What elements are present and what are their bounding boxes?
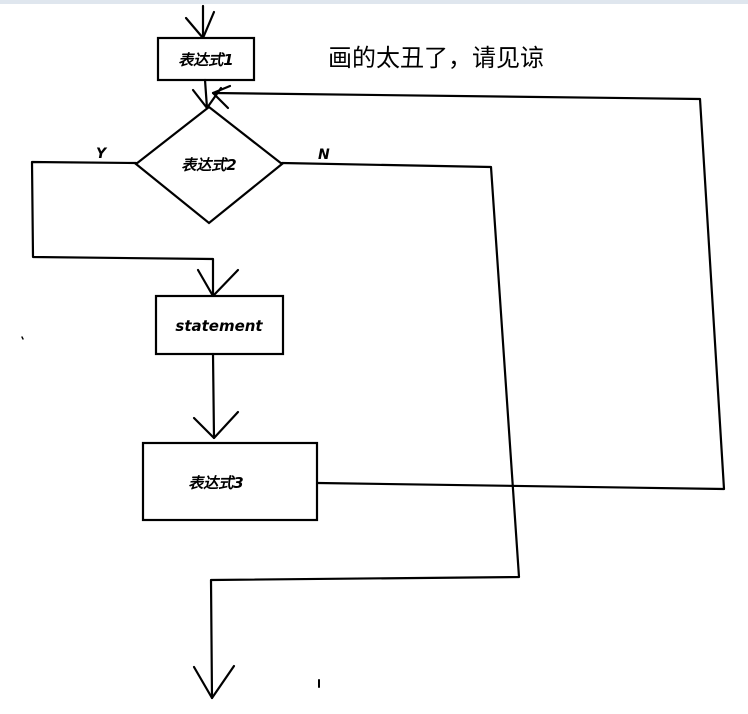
expr2-label: 表达式2 [181, 156, 236, 174]
yes-branch-line [30, 160, 215, 298]
no-branch-line [209, 161, 521, 700]
expr1-label: 表达式1 [178, 51, 233, 69]
statement-to-expr3-arrowhead [192, 410, 240, 440]
window-top-border [0, 0, 748, 4]
no-branch-label: N [318, 147, 330, 163]
statement-to-expr3-line [211, 352, 216, 440]
statement-label: statement [175, 317, 263, 335]
apology-note: 画的太丑了，请见谅 [328, 44, 544, 72]
loop-back-line [211, 91, 726, 491]
stray-mark-left [21, 336, 24, 340]
expr3-box [141, 441, 319, 522]
expr3-label: 表达式3 [188, 474, 243, 492]
yes-branch-label: Y [96, 146, 108, 162]
exit-arrowhead [192, 664, 236, 700]
expr2-decision-diamond [134, 105, 284, 225]
yes-branch-arrowhead [196, 268, 240, 298]
entry-arrow [184, 4, 216, 40]
loop-back-arrowhead [211, 84, 232, 110]
statement-box [154, 294, 285, 356]
